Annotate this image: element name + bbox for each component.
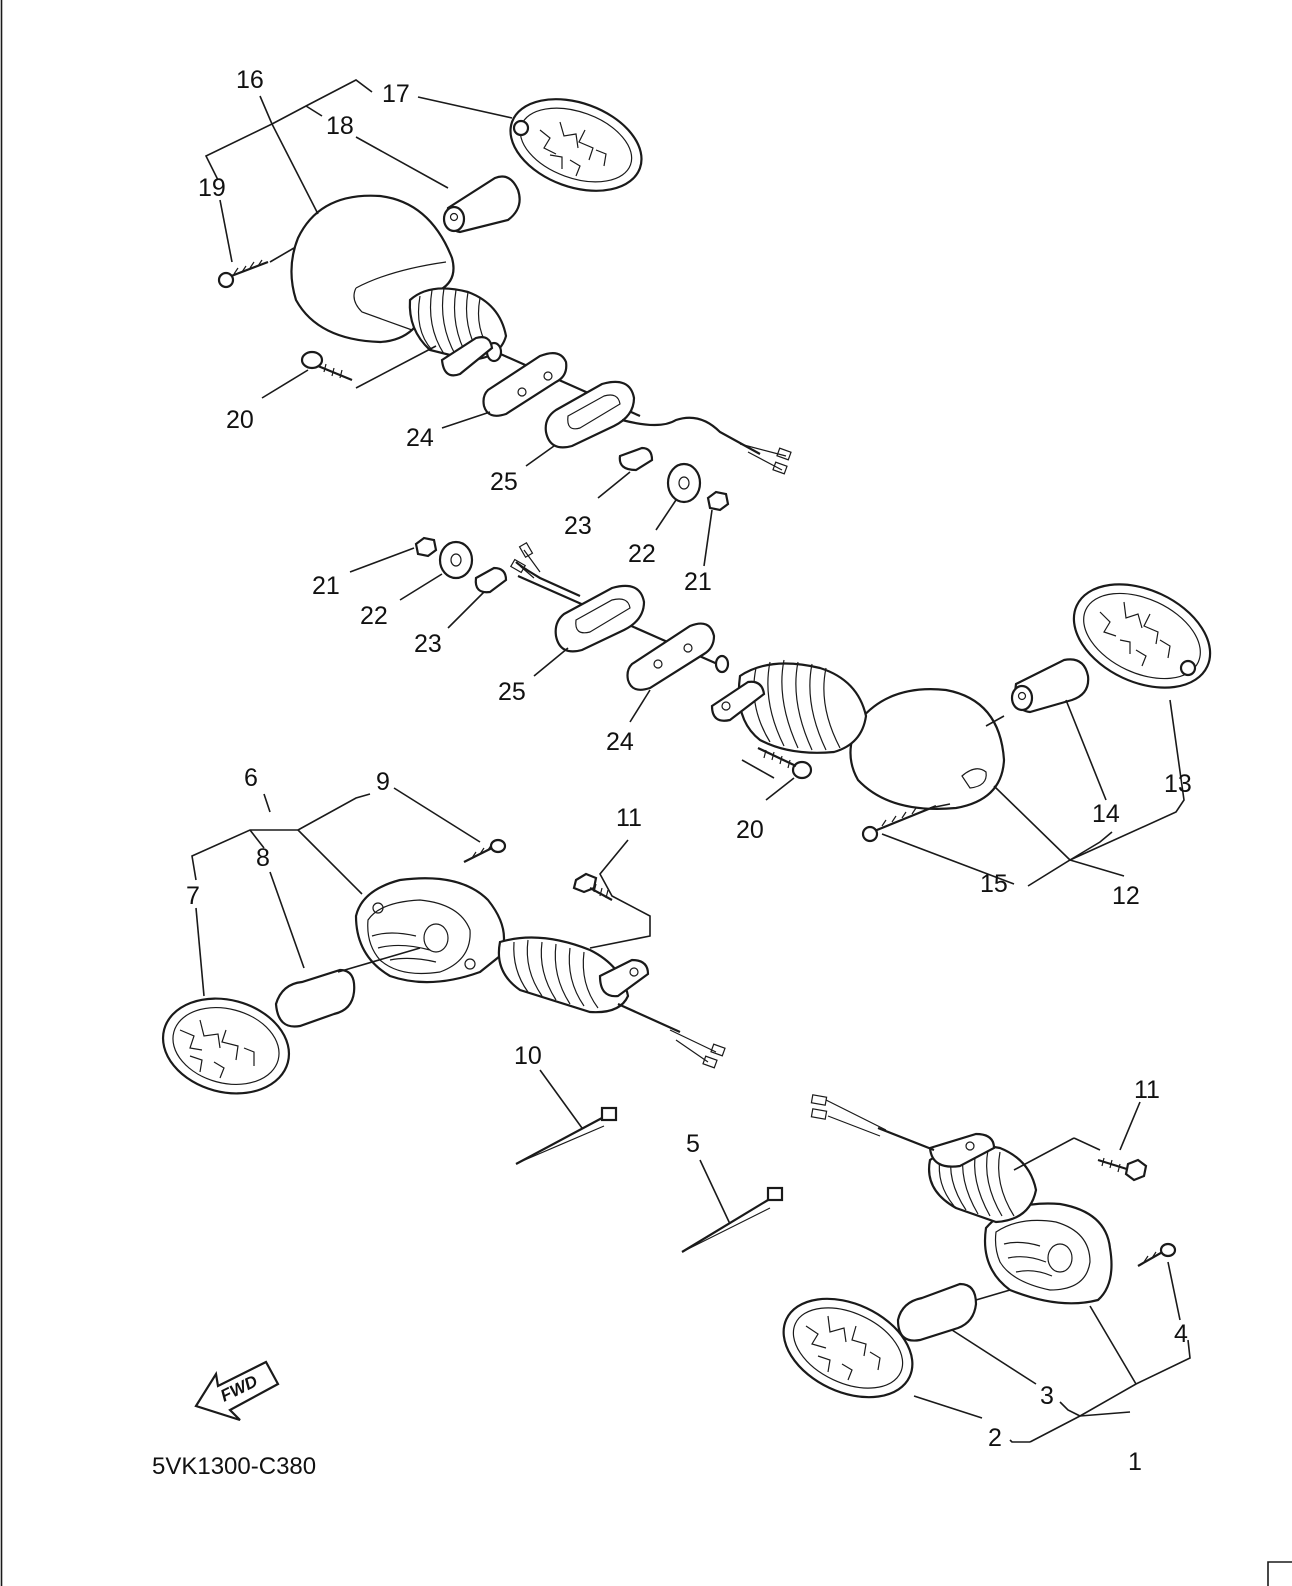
callout-9: 9 xyxy=(376,768,390,796)
forward-arrow-icon: FWD xyxy=(194,1360,280,1422)
callout-18: 18 xyxy=(326,112,354,140)
callout-19: 19 xyxy=(198,174,226,202)
callout-11-right: 11 xyxy=(1134,1076,1160,1104)
housing-12 xyxy=(849,688,1006,810)
callout-10: 10 xyxy=(514,1042,542,1070)
screw-15 xyxy=(861,804,937,843)
bulb-14 xyxy=(1010,658,1090,714)
bulb-18 xyxy=(442,175,521,234)
bolt-11-right xyxy=(1097,1157,1148,1182)
cable-tie-10 xyxy=(515,1106,618,1165)
callout-21-right: 21 xyxy=(684,568,712,596)
screw-9 xyxy=(463,838,507,863)
bolt-20-middle xyxy=(757,747,813,780)
callout-23-right: 23 xyxy=(564,512,592,540)
rubber-boot-lower-left xyxy=(497,936,630,1014)
lens-17 xyxy=(509,98,643,192)
diagram-code: 5VK1300-C380 xyxy=(152,1453,316,1480)
bulb-3 xyxy=(896,1282,978,1342)
mount-plate-middle xyxy=(710,680,766,722)
lens-13 xyxy=(1072,583,1212,689)
bolt-11-left xyxy=(572,872,613,901)
callout-12: 12 xyxy=(1112,882,1140,910)
callout-14: 14 xyxy=(1092,800,1120,828)
mount-plate-lower-right xyxy=(928,1132,996,1168)
housing-6 xyxy=(354,877,506,984)
nut-21-middle xyxy=(414,536,438,558)
callout-6: 6 xyxy=(244,764,258,792)
callout-22-right: 22 xyxy=(628,540,656,568)
callout-25-upper: 25 xyxy=(490,468,518,496)
mount-plate-upper xyxy=(440,336,494,377)
plate-24-upper xyxy=(482,351,568,417)
cable-tie-5 xyxy=(681,1186,784,1253)
spacer-23-middle xyxy=(474,566,508,594)
callout-17: 17 xyxy=(382,80,410,108)
callout-4: 4 xyxy=(1174,1320,1188,1348)
callout-labels: 1 2 3 4 5 6 7 8 9 10 11 11 12 13 14 15 1… xyxy=(186,66,1192,1476)
bulb-8 xyxy=(274,968,356,1028)
screw-4 xyxy=(1137,1242,1177,1267)
callout-20-middle: 20 xyxy=(736,816,764,844)
rubber-boot-middle xyxy=(737,659,868,754)
turn-signal-assembly-16 xyxy=(217,98,792,512)
grommet-25-middle xyxy=(554,584,646,653)
turn-signal-assembly-6 xyxy=(161,838,726,1095)
washer-22-middle xyxy=(438,540,474,580)
lens-2 xyxy=(782,1297,914,1399)
callout-11-left: 11 xyxy=(616,804,642,832)
callout-13: 13 xyxy=(1164,770,1192,798)
leader-lines xyxy=(191,79,1191,1443)
lens-7 xyxy=(161,997,291,1095)
callout-25-middle: 25 xyxy=(498,678,526,706)
callout-20-upper: 20 xyxy=(226,406,254,434)
housing-1 xyxy=(984,1202,1113,1305)
callout-8: 8 xyxy=(256,844,270,872)
callout-15: 15 xyxy=(980,870,1008,898)
callout-24-middle: 24 xyxy=(606,728,634,756)
washer-22-upper xyxy=(666,462,702,504)
callout-1: 1 xyxy=(1128,1448,1142,1476)
frame-corner-mark xyxy=(1267,1561,1292,1586)
callout-3: 3 xyxy=(1040,1382,1054,1410)
callout-22-left: 22 xyxy=(360,602,388,630)
callout-5: 5 xyxy=(686,1130,700,1158)
callout-23-left: 23 xyxy=(414,630,442,658)
bolt-20-upper xyxy=(300,350,353,382)
callout-16: 16 xyxy=(236,66,264,94)
callout-21-left: 21 xyxy=(312,572,340,600)
plate-24-middle xyxy=(626,622,716,691)
callout-2: 2 xyxy=(988,1424,1002,1452)
turn-signal-assembly-1 xyxy=(782,1094,1177,1399)
spacer-23-upper xyxy=(618,446,654,472)
grommet-25-upper xyxy=(544,380,636,449)
nut-21-upper xyxy=(706,490,730,512)
callout-24-upper: 24 xyxy=(406,424,434,452)
turn-signal-assembly-12 xyxy=(414,536,1212,843)
callout-7: 7 xyxy=(186,882,200,910)
screw-19 xyxy=(217,259,269,289)
